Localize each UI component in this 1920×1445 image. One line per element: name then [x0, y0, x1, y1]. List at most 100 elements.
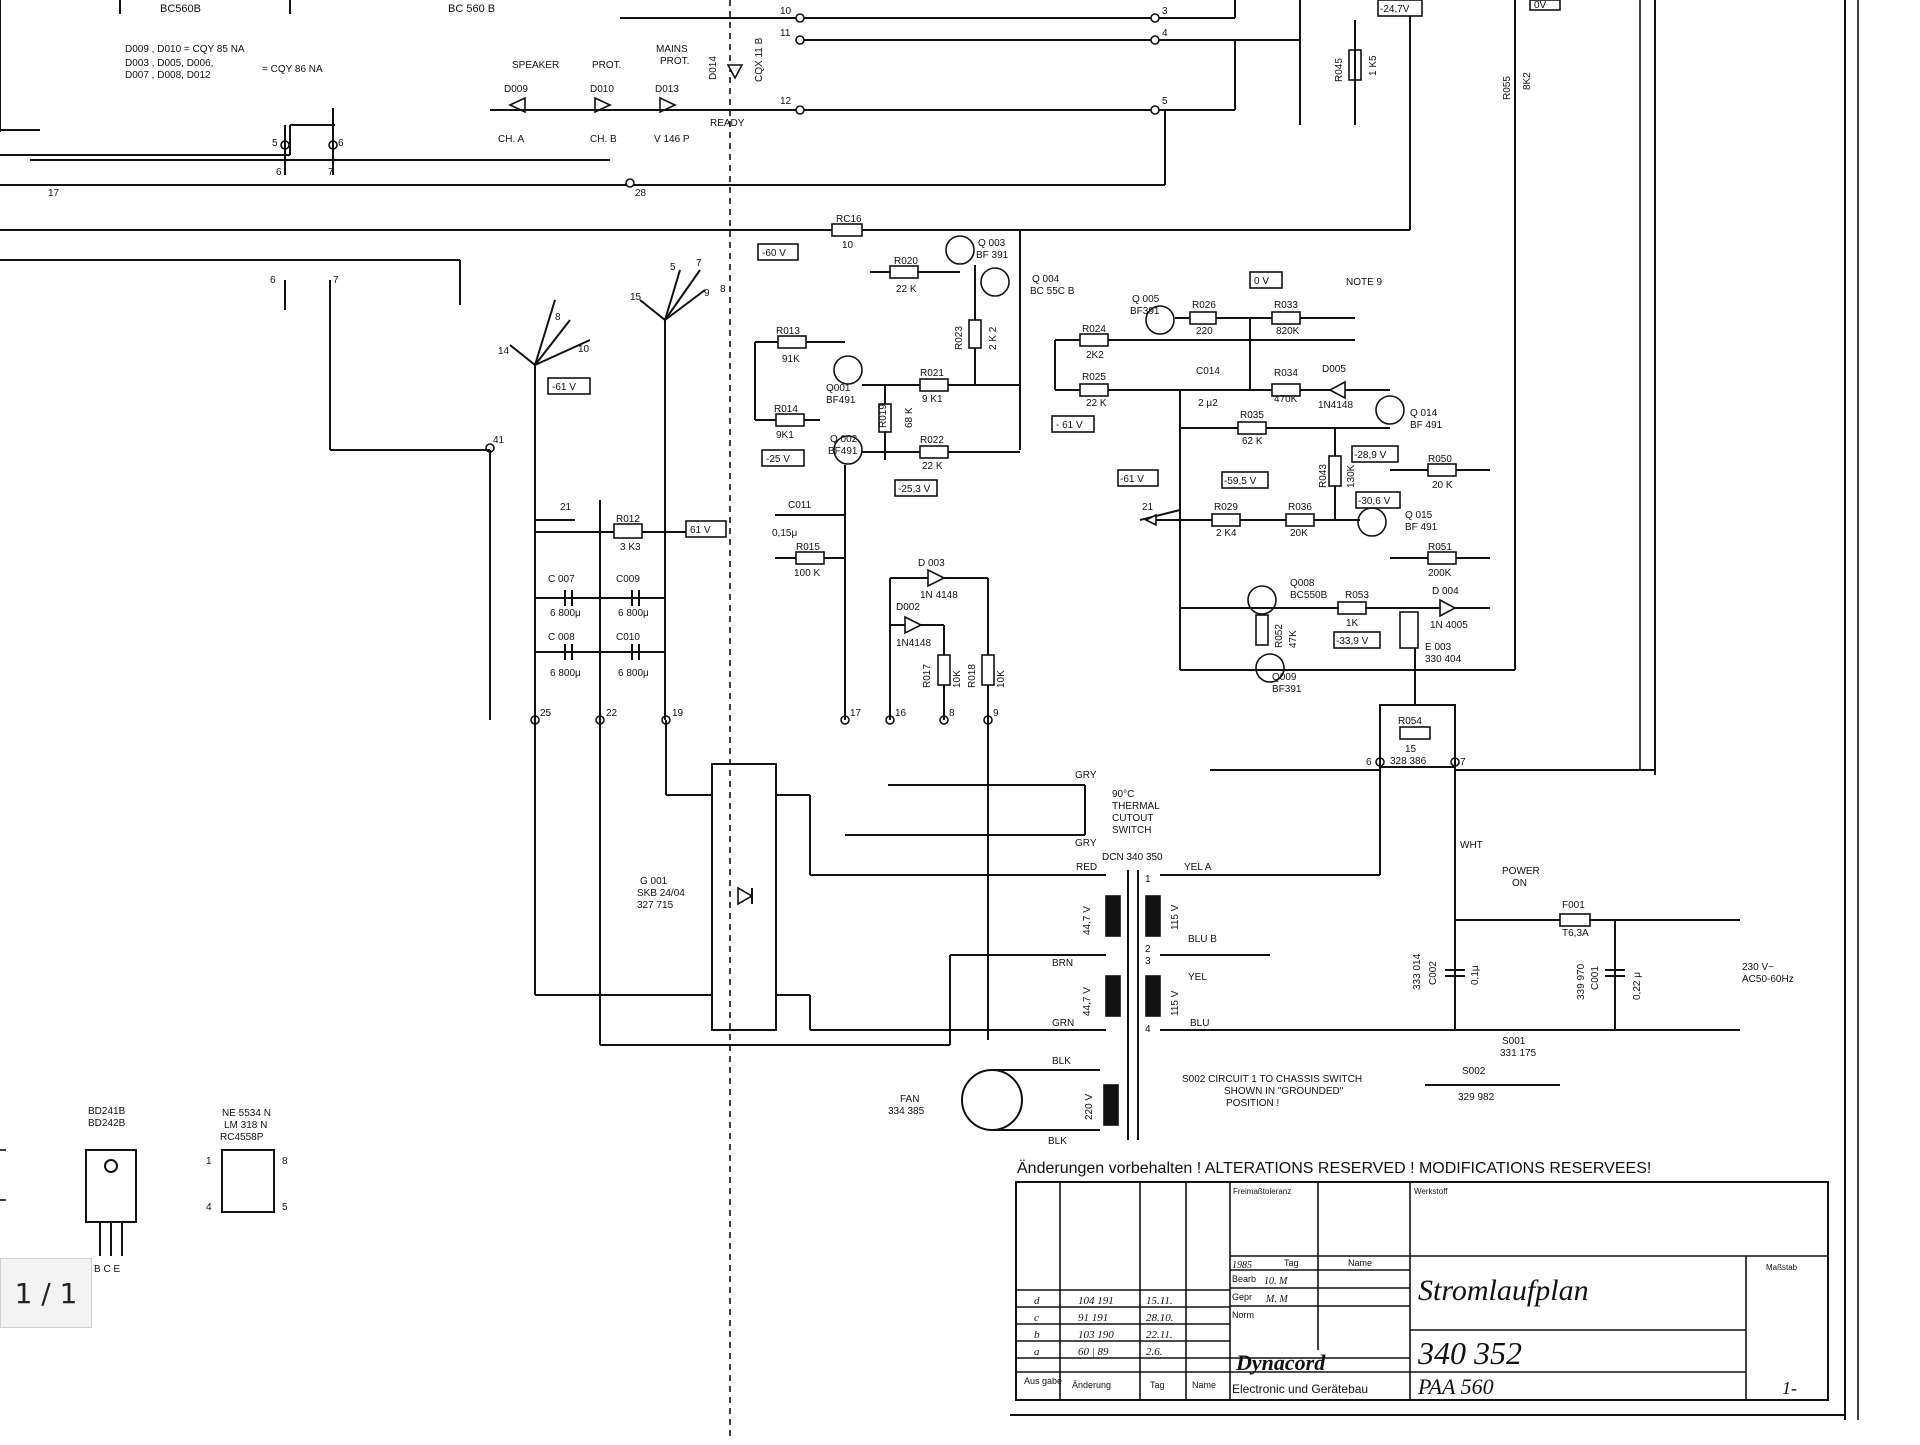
svg-text:5: 5 — [670, 262, 676, 273]
svg-text:MAINS: MAINS — [656, 44, 688, 55]
mains-input: POWER ON F001 T6,3A 333 014 C002 0,1μ 33… — [1412, 866, 1794, 1059]
svg-text:Q 003: Q 003 — [978, 238, 1006, 249]
svg-text:16: 16 — [895, 708, 907, 719]
svg-text:BLK: BLK — [1048, 1136, 1067, 1147]
svg-text:3: 3 — [1162, 6, 1168, 17]
svg-text:R054: R054 — [1398, 716, 1422, 727]
svg-text:R014: R014 — [774, 404, 798, 415]
svg-text:1N4148: 1N4148 — [896, 638, 931, 649]
svg-text:R018: R018 — [967, 664, 978, 688]
svg-text:17: 17 — [48, 188, 60, 199]
page-indicator: 1 / 1 — [0, 1258, 92, 1328]
svg-text:Q008: Q008 — [1290, 578, 1315, 589]
svg-text:8: 8 — [282, 1156, 288, 1167]
svg-text:21: 21 — [1142, 502, 1154, 513]
svg-text:BD242B: BD242B — [88, 1118, 126, 1129]
svg-text:9: 9 — [704, 288, 710, 299]
svg-text:19: 19 — [672, 708, 684, 719]
svg-text:POWER: POWER — [1502, 866, 1540, 877]
svg-text:S002: S002 — [1462, 1066, 1486, 1077]
svg-text:BC560B: BC560B — [160, 3, 201, 15]
svg-text:Q001: Q001 — [826, 383, 851, 394]
svg-text:7: 7 — [696, 258, 702, 269]
svg-text:10: 10 — [842, 240, 854, 251]
svg-text:THERMAL: THERMAL — [1112, 801, 1160, 812]
svg-text:330 404: 330 404 — [1425, 654, 1462, 665]
svg-text:RC16: RC16 — [836, 214, 862, 225]
svg-text:R052: R052 — [1274, 624, 1285, 648]
svg-text:BF 491: BF 491 — [1405, 522, 1438, 533]
svg-text:5: 5 — [1162, 96, 1168, 107]
signal-arrows — [284, 108, 1181, 720]
svg-text:6 800μ: 6 800μ — [550, 668, 581, 679]
svg-text:22 K: 22 K — [1086, 398, 1107, 409]
svg-text:-30,6 V: -30,6 V — [1358, 496, 1391, 507]
svg-text:1985: 1985 — [1232, 1260, 1252, 1271]
svg-text:-24,7V: -24,7V — [1380, 4, 1410, 15]
svg-text:6: 6 — [276, 167, 282, 178]
model-name: PAA 560 — [1417, 1374, 1494, 1399]
package-outlines: BD241B BD242B B C E NE 5534 N LM 318 N R… — [0, 1106, 288, 1275]
svg-text:8: 8 — [720, 284, 726, 295]
svg-text:17: 17 — [850, 708, 862, 719]
svg-text:AC50-60Hz: AC50-60Hz — [1742, 974, 1794, 985]
svg-text:CH. B: CH. B — [590, 134, 617, 145]
svg-text:Tag: Tag — [1284, 1258, 1299, 1268]
svg-text:BRN: BRN — [1052, 958, 1073, 969]
svg-text:Q 002: Q 002 — [830, 434, 858, 445]
svg-text:Maßstab: Maßstab — [1766, 1263, 1798, 1272]
svg-text:220 V: 220 V — [1084, 1094, 1095, 1120]
svg-text:220: 220 — [1196, 326, 1213, 337]
svg-text:RED: RED — [1076, 862, 1097, 873]
svg-text:6: 6 — [270, 275, 276, 286]
svg-text:0V: 0V — [1534, 0, 1547, 11]
svg-text:7: 7 — [328, 167, 334, 178]
svg-text:20 K: 20 K — [1432, 480, 1453, 491]
svg-text:5: 5 — [282, 1202, 288, 1213]
svg-text:YEL: YEL — [1188, 972, 1207, 983]
svg-text:Änderung: Änderung — [1072, 1380, 1111, 1390]
svg-text:6 800μ: 6 800μ — [618, 668, 649, 679]
svg-text:4: 4 — [1145, 1024, 1151, 1035]
svg-text:2 μ2: 2 μ2 — [1198, 398, 1218, 409]
output-relay: R054 15 328 386 — [1210, 704, 1655, 1030]
svg-text:BF 491: BF 491 — [1410, 420, 1443, 431]
svg-text:C014: C014 — [1196, 366, 1220, 377]
transformer: DCN 340 350 RED YEL A BLU B BRN YEL GRN … — [600, 720, 1740, 1140]
svg-text:22.11.: 22.11. — [1146, 1329, 1173, 1341]
svg-text:60 | 89: 60 | 89 — [1078, 1346, 1109, 1358]
svg-text:28: 28 — [635, 188, 647, 199]
svg-text:BC 560 B: BC 560 B — [448, 3, 495, 15]
svg-text:1N 4148: 1N 4148 — [920, 590, 958, 601]
svg-text:S001: S001 — [1502, 1036, 1526, 1047]
svg-text:10: 10 — [578, 344, 590, 355]
svg-text:R035: R035 — [1240, 410, 1264, 421]
svg-text:BF 391: BF 391 — [976, 250, 1009, 261]
svg-text:D010: D010 — [590, 84, 614, 95]
svg-text:7: 7 — [1460, 757, 1466, 768]
svg-text:= CQY 86 NA: = CQY 86 NA — [262, 64, 323, 75]
svg-text:10: 10 — [780, 6, 792, 17]
svg-text:D014: D014 — [708, 56, 719, 80]
sheet-frame — [729, 0, 1859, 1440]
svg-text:D002: D002 — [896, 602, 920, 613]
svg-text:READY: READY — [710, 118, 745, 129]
svg-text:WHT: WHT — [1460, 840, 1483, 851]
svg-text:-25,3 V: -25,3 V — [898, 484, 931, 495]
svg-text:R043: R043 — [1318, 464, 1329, 488]
svg-text:ON: ON — [1512, 878, 1527, 889]
svg-text:820K: 820K — [1276, 326, 1300, 337]
svg-text:21: 21 — [560, 502, 572, 513]
svg-text:9 K1: 9 K1 — [922, 394, 943, 405]
svg-text:C 007: C 007 — [548, 574, 575, 585]
svg-text:6: 6 — [338, 138, 344, 149]
svg-text:0,22 μ: 0,22 μ — [1632, 972, 1643, 1000]
svg-text:334 385: 334 385 — [888, 1106, 925, 1117]
svg-text:R033: R033 — [1274, 300, 1298, 311]
svg-text:Name: Name — [1192, 1380, 1216, 1390]
svg-text:R045: R045 — [1334, 58, 1345, 82]
svg-text:C001: C001 — [1590, 966, 1601, 990]
svg-text:Q 014: Q 014 — [1410, 408, 1438, 419]
svg-text:4: 4 — [1162, 28, 1168, 39]
